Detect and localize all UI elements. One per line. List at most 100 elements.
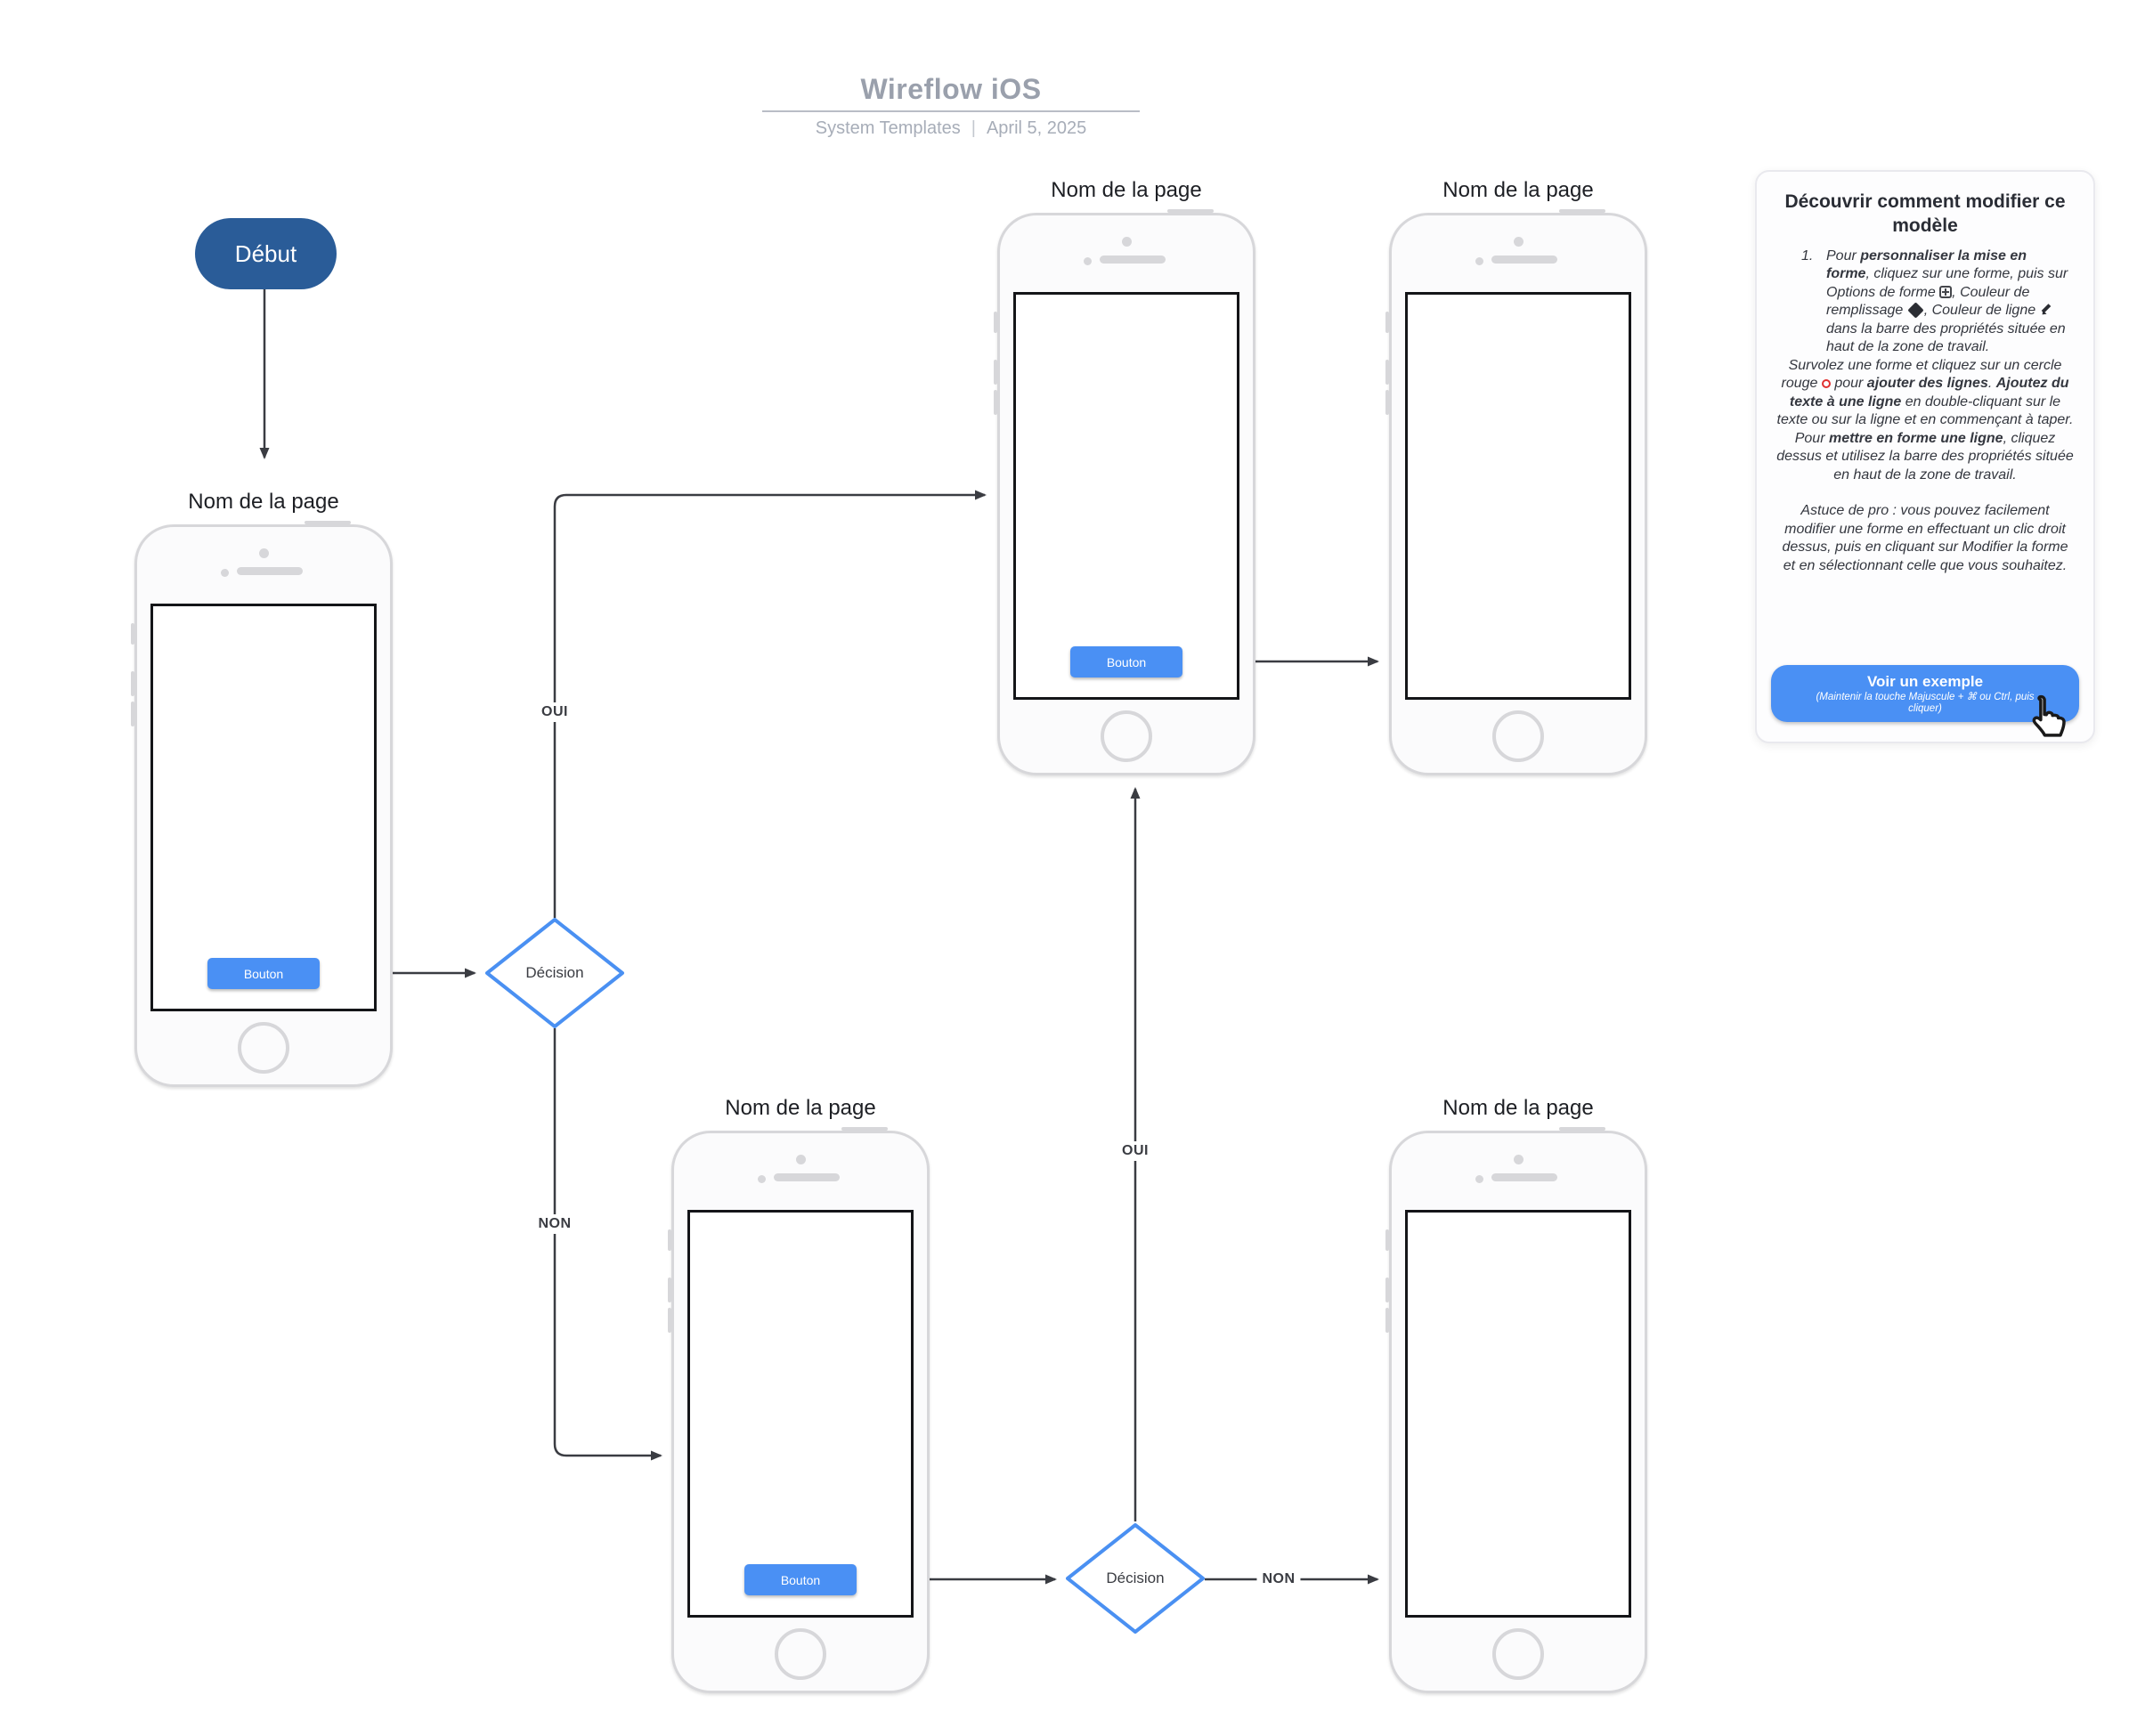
speaker-icon <box>1100 256 1166 264</box>
phone-4-screen[interactable] <box>687 1210 914 1618</box>
mute-switch-icon <box>1385 312 1389 333</box>
help-panel-heading: Découvrir comment modifier ce modèle <box>1784 191 2066 237</box>
hand-cursor-icon <box>2032 694 2066 737</box>
spacer <box>1776 484 2074 502</box>
document-subtitle: System Templates | April 5, 2025 <box>762 118 1140 139</box>
phone-wireframe-3[interactable]: Nom de la page <box>1385 178 1647 775</box>
decision-node-1[interactable]: Décision <box>485 918 624 1028</box>
volume-down-icon <box>1385 1308 1389 1333</box>
mute-switch-icon <box>1385 1229 1389 1251</box>
start-node[interactable]: Début <box>195 218 337 289</box>
power-button-icon <box>841 1127 888 1131</box>
help-pro-tip: Astuce de pro : vous pouvez facilement m… <box>1782 503 2068 573</box>
phone-wireframe-4[interactable]: Nom de la page Bouton <box>668 1096 930 1693</box>
help-paragraph-1: Pour personnaliser la mise en forme, cli… <box>1826 247 2068 355</box>
sensor-dot-icon <box>1084 257 1092 265</box>
see-example-button[interactable]: Voir un exemple (Maintenir la touche Maj… <box>1771 665 2079 722</box>
phone-4-page-name: Nom de la page <box>725 1096 876 1120</box>
see-example-label: Voir un exemple <box>1866 673 1984 690</box>
camera-icon <box>1513 1155 1524 1164</box>
list-number: 1. <box>1801 247 1814 264</box>
phone-1-page-name: Nom de la page <box>188 490 339 514</box>
mute-switch-icon <box>994 312 997 333</box>
phone-2-page-name: Nom de la page <box>1051 178 1202 202</box>
help-panel-body: 1. Pour personnaliser la mise en forme, … <box>1776 247 2074 576</box>
speaker-icon <box>774 1173 840 1181</box>
connector-decision1-oui-to-phone2 <box>553 490 987 918</box>
sensor-dot-icon <box>758 1175 766 1183</box>
power-button-icon <box>1559 209 1605 213</box>
app-button-label: Bouton <box>243 966 284 981</box>
edge-label-oui-1: OUI <box>536 702 573 722</box>
app-button-label: Bouton <box>1106 654 1147 669</box>
home-button-icon <box>238 1022 289 1074</box>
phone-wireframe-2[interactable]: Nom de la page Bouton <box>994 178 1255 775</box>
home-button-icon <box>1492 1628 1544 1680</box>
help-list-item-1: 1. Pour personnaliser la mise en forme, … <box>1776 247 2074 357</box>
home-button-icon <box>1101 710 1152 762</box>
phone-3-page-name: Nom de la page <box>1442 178 1594 202</box>
phone-1-screen[interactable] <box>150 604 377 1011</box>
sensor-dot-icon <box>221 569 229 577</box>
decision-2-label: Décision <box>1106 1570 1165 1586</box>
document-header: Wireflow iOS System Templates | April 5, 2… <box>762 73 1140 139</box>
phone-4-app-button[interactable]: Bouton <box>744 1564 857 1595</box>
volume-up-icon <box>668 1278 671 1302</box>
app-button-label: Bouton <box>780 1572 821 1587</box>
decision-1-label: Décision <box>525 964 584 981</box>
volume-down-icon <box>1385 390 1389 415</box>
phone-wireframe-5[interactable]: Nom de la page <box>1385 1096 1647 1693</box>
phone-1-app-button[interactable]: Bouton <box>207 958 320 989</box>
phone-5-page-name: Nom de la page <box>1442 1096 1594 1120</box>
shape-options-icon <box>1939 285 1953 298</box>
help-paragraph-3: Pour mettre en forme une ligne, cliquez … <box>1776 430 2074 483</box>
subtitle-date: April 5, 2025 <box>986 118 1087 138</box>
phone-2-app-button[interactable]: Bouton <box>1070 646 1182 677</box>
phone-2-screen[interactable] <box>1013 292 1239 700</box>
camera-icon <box>1121 237 1132 247</box>
phone-5-screen[interactable] <box>1405 1210 1631 1618</box>
volume-up-icon <box>1385 1278 1389 1302</box>
help-paragraph-2: Survolez une forme et cliquez sur un cer… <box>1776 357 2074 428</box>
mute-switch-icon <box>131 623 134 645</box>
connector-decision1-non-to-phone4 <box>553 1028 662 1461</box>
see-example-sublabel: (Maintenir la touche Majuscule + ⌘ ou Ct… <box>1816 692 2035 714</box>
help-panel: Découvrir comment modifier ce modèle 1. … <box>1755 170 2095 743</box>
volume-down-icon <box>131 702 134 726</box>
power-button-icon <box>305 521 351 524</box>
volume-down-icon <box>668 1308 671 1333</box>
volume-up-icon <box>131 671 134 696</box>
edge-label-non-2: NON <box>1256 1570 1301 1589</box>
speaker-icon <box>1491 256 1557 264</box>
diamond-shape <box>1066 1523 1205 1634</box>
line-color-icon <box>2040 304 2052 316</box>
page-title: Wireflow iOS <box>860 73 1042 105</box>
sensor-dot-icon <box>1475 1175 1483 1183</box>
power-button-icon <box>1167 209 1214 213</box>
speaker-icon <box>1491 1173 1557 1181</box>
mute-switch-icon <box>668 1229 671 1251</box>
edge-label-oui-2: OUI <box>1117 1141 1154 1161</box>
title-underline <box>762 110 1140 112</box>
edge-label-non-1: NON <box>532 1214 577 1234</box>
diamond-shape <box>485 918 624 1028</box>
home-button-icon <box>775 1628 826 1680</box>
camera-icon <box>258 548 269 558</box>
fill-color-icon <box>1907 302 1924 319</box>
home-button-icon <box>1492 710 1544 762</box>
volume-up-icon <box>1385 360 1389 385</box>
phone-wireframe-1[interactable]: Nom de la page Bouton <box>131 490 393 1087</box>
subtitle-separator: | <box>971 118 976 138</box>
sensor-dot-icon <box>1475 257 1483 265</box>
volume-up-icon <box>994 360 997 385</box>
subtitle-left: System Templates <box>815 118 961 138</box>
camera-icon <box>1513 237 1524 247</box>
phone-3-screen[interactable] <box>1405 292 1631 700</box>
power-button-icon <box>1559 1127 1605 1131</box>
start-node-label: Début <box>234 239 297 267</box>
red-circle-icon <box>1821 379 1831 389</box>
speaker-icon <box>237 567 303 575</box>
decision-node-2[interactable]: Décision <box>1066 1523 1205 1634</box>
volume-down-icon <box>994 390 997 415</box>
